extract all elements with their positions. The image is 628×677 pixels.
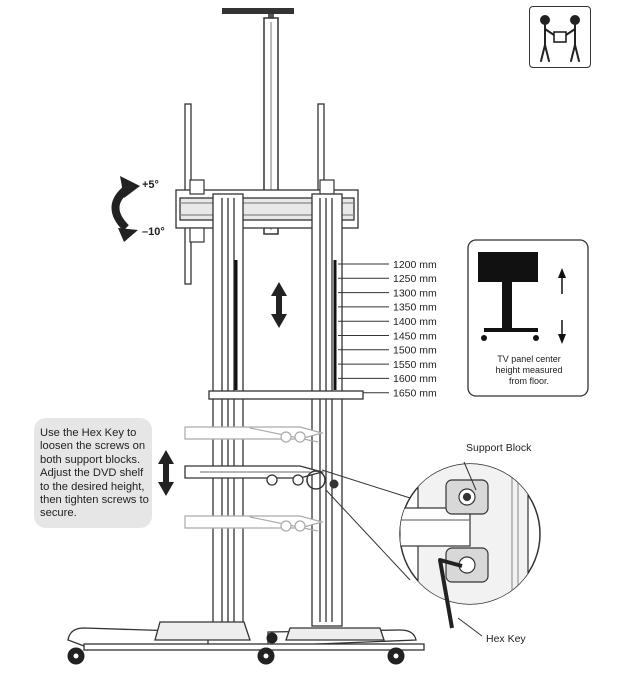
tilt-up-label: +5° bbox=[142, 179, 159, 191]
caster-wheels bbox=[67, 632, 405, 665]
height-measure-box bbox=[467, 239, 589, 397]
height-label: 1500 mm bbox=[393, 345, 437, 357]
two-person-lift-icon bbox=[529, 6, 591, 68]
instruction-line: both support blocks. bbox=[40, 453, 141, 466]
hex-key-label: Hex Key bbox=[486, 633, 526, 645]
height-label: 1650 mm bbox=[393, 388, 437, 400]
cart-base bbox=[67, 621, 425, 651]
column-left bbox=[212, 193, 244, 627]
height-tick-marks bbox=[338, 263, 389, 394]
height-label: 1550 mm bbox=[393, 359, 437, 371]
shelf-adjust-arrow-icon bbox=[158, 450, 174, 496]
height-note-line: TV panel center bbox=[497, 354, 561, 364]
column-right bbox=[311, 193, 343, 627]
tilt-down-label: –10° bbox=[142, 226, 165, 238]
support-block-detail bbox=[399, 463, 541, 605]
instruction-line: loosen the screws on bbox=[40, 440, 146, 453]
dvd-shelf-lower-ghost bbox=[184, 515, 325, 532]
height-note-line: height measured bbox=[495, 365, 563, 375]
height-note-line: from floor. bbox=[508, 376, 549, 386]
height-label: 1450 mm bbox=[393, 330, 437, 342]
hex-key bbox=[438, 558, 463, 629]
support-block-label: Support Block bbox=[466, 442, 532, 454]
detail-leader-lines bbox=[321, 469, 411, 581]
dvd-shelf-upper-ghost bbox=[184, 426, 325, 443]
tilt-arrow-icon bbox=[111, 176, 140, 242]
height-label: 1600 mm bbox=[393, 373, 437, 385]
instruction-line: Adjust the DVD shelf bbox=[40, 467, 144, 480]
height-labels: 1200 mm 1250 mm 1300 mm 1350 mm 1400 mm 1450 … bbox=[393, 259, 437, 400]
instruction-line: Use the Hex Key to bbox=[40, 427, 137, 439]
height-note: TV panel center height measured from flo… bbox=[470, 354, 588, 387]
height-label: 1400 mm bbox=[393, 316, 437, 328]
height-adjust-arrow-icon bbox=[271, 282, 287, 328]
column-connector bbox=[208, 390, 364, 400]
height-label: 1350 mm bbox=[393, 302, 437, 314]
height-label: 1250 mm bbox=[393, 273, 437, 285]
instruction-line: then tighten screws to bbox=[40, 494, 149, 507]
hex-key-instructions: Use the Hex Key to loosen the screws on … bbox=[34, 418, 152, 528]
instruction-line: secure. bbox=[40, 507, 77, 520]
height-label: 1300 mm bbox=[393, 287, 437, 299]
camera-shelf bbox=[222, 8, 294, 14]
height-label: 1200 mm bbox=[393, 259, 437, 271]
instruction-line: to the desired height, bbox=[40, 480, 145, 493]
dvd-shelf-middle bbox=[184, 465, 326, 490]
